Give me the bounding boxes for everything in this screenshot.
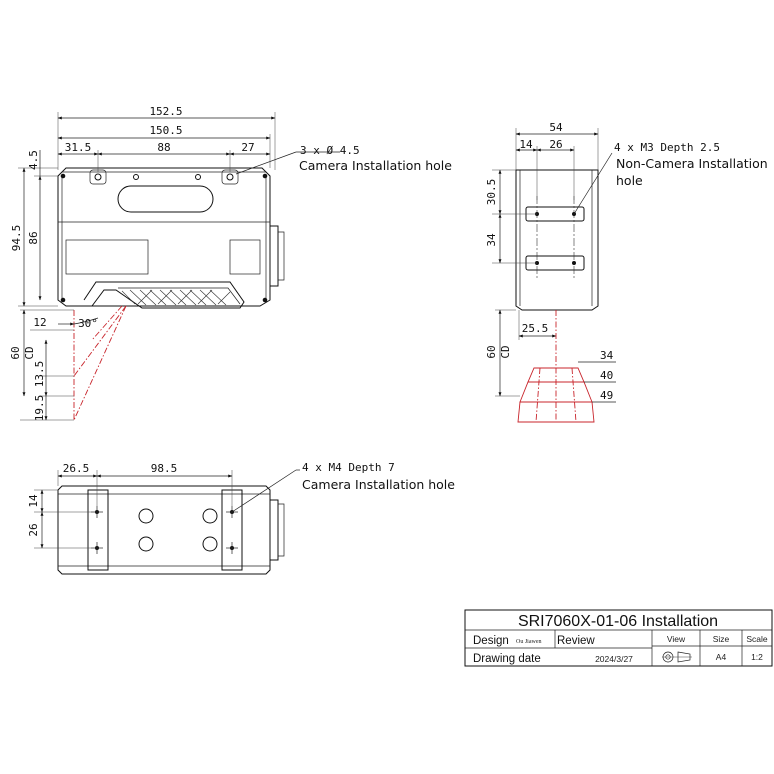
dim-side-width: 54 (549, 121, 563, 134)
front-view-mounting-hole-center (195, 174, 201, 180)
side-view: 54 14 26 30.5 34 4 x M3 Depth 2.5 Non-Ca… (485, 121, 768, 423)
front-view: 152.5 150.5 31.5 88 27 4.5 94.5 86 (9, 105, 452, 421)
title-block-size-value: A4 (716, 652, 727, 662)
dim-side-hole-offset: 14 (519, 138, 533, 151)
front-view-slot-window (117, 185, 214, 213)
front-view-label-area (65, 239, 149, 275)
dim-front-top-offset: 4.5 (27, 150, 40, 170)
dim-front-right-offset: 27 (241, 141, 254, 154)
dim-side-ray-offset: 25.5 (522, 322, 549, 335)
front-hole-spec-label: 3 x Ø 4.5 (300, 144, 360, 157)
dim-side-hole-vertical: 34 (485, 233, 498, 247)
title-block-scale-value: 1:2 (751, 652, 763, 662)
dim-side-hole-spacing: 26 (549, 138, 562, 151)
dim-side-wd-label: CD (499, 345, 512, 358)
front-hole-name-label: Camera Installation hole (299, 158, 452, 173)
dim-side-working-distance: 60 (485, 345, 498, 358)
side-view-body (515, 169, 599, 311)
side-view-fov-trapezoid (517, 367, 595, 423)
dim-front-left-offset: 31.5 (65, 141, 92, 154)
dim-front-body-height: 86 (27, 231, 40, 244)
dim-front-ray-offset: 12 (33, 316, 46, 329)
dim-fov-near: 34 (600, 349, 614, 362)
front-view-label-area-small (229, 239, 261, 275)
bottom-view-body (57, 485, 271, 575)
dim-bottom-top-offset: 14 (27, 494, 40, 508)
dim-front-angle: 30° (78, 317, 98, 330)
side-hole-spec-label: 4 x M3 Depth 2.5 (614, 141, 720, 154)
dim-front-working-distance: 60 (9, 346, 22, 359)
bottom-view-bracket-left (87, 489, 109, 571)
dim-front-wd-label: CD (23, 346, 36, 359)
title-block-size-label: Size (713, 634, 730, 644)
side-view-hole-markers (535, 212, 576, 265)
projection-symbol-icon (662, 651, 692, 663)
title-block-scale-label: Scale (746, 634, 768, 644)
side-hole-name-line2: hole (616, 173, 643, 188)
dim-front-overall-width: 152.5 (149, 105, 182, 118)
side-hole-name-line1: Non-Camera Installation (616, 156, 768, 171)
title-block-review-label: Review (557, 635, 595, 647)
front-view-optical-window (83, 281, 245, 309)
title-block-design-label: Design (473, 635, 509, 647)
dim-bottom-hole-spacing: 98.5 (151, 462, 178, 475)
bottom-view: 26.5 98.5 14 26 4 x M4 Depth 7 Camera In… (27, 461, 455, 575)
dim-fov-mid: 40 (600, 369, 613, 382)
title-block-view-label: View (667, 634, 686, 644)
bottom-view-round-holes (138, 508, 218, 552)
dim-side-top-offset: 30.5 (485, 179, 498, 206)
dim-front-range-far: 19.5 (33, 395, 46, 422)
dim-bottom-vertical: 26 (27, 523, 40, 536)
title-block-designer: Ou Jiawen (516, 639, 542, 645)
front-view-laser-rays (73, 305, 127, 421)
dim-front-hole-spacing: 88 (157, 141, 170, 154)
bottom-hole-name-label: Camera Installation hole (302, 477, 455, 492)
dim-front-total-height: 94.5 (10, 225, 23, 252)
title-block-title: SRI7060X-01-06 Installation (518, 613, 718, 630)
title-block: SRI7060X-01-06 Installation Design Ou Ji… (464, 609, 773, 667)
front-view-window-hatching (121, 289, 231, 306)
front-view-body (57, 167, 271, 307)
bottom-hole-spec-label: 4 x M4 Depth 7 (302, 461, 395, 474)
dim-fov-far: 49 (600, 389, 613, 402)
title-block-date-value: 2024/3/27 (595, 654, 633, 664)
dim-front-mount-span: 150.5 (149, 124, 182, 137)
dim-bottom-left-offset: 26.5 (63, 462, 90, 475)
title-block-date-label: Drawing date (473, 653, 541, 665)
dim-front-range-near: 13.5 (33, 361, 46, 388)
